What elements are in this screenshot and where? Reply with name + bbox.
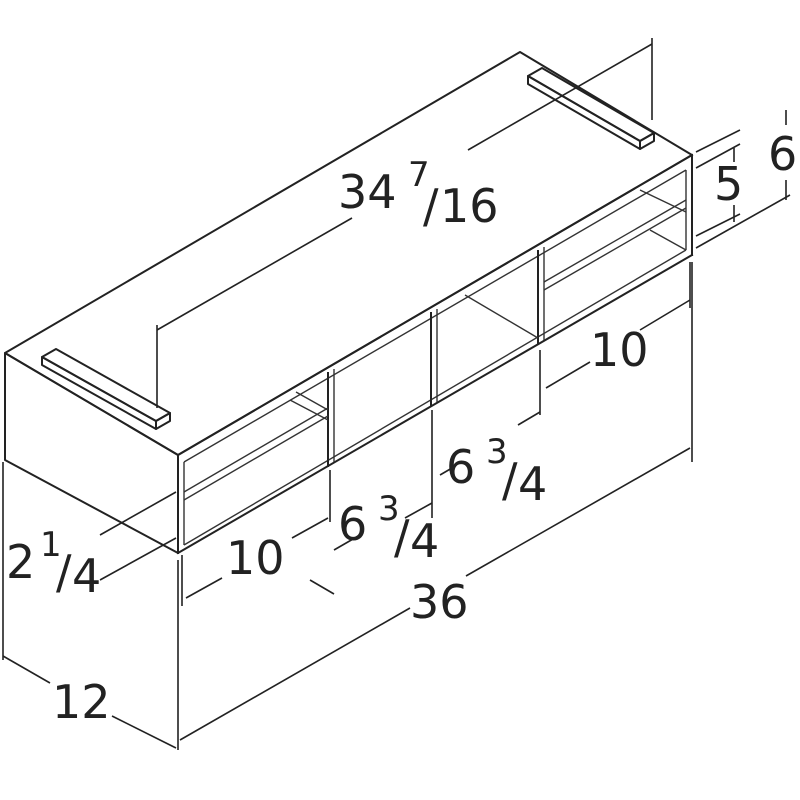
dim-label-12: 12 [52, 675, 111, 729]
dim-label-middle-right-6: 6 [446, 440, 475, 494]
dim-label-36: 36 [410, 575, 469, 629]
left-end-face [4, 352, 179, 554]
right-cleat [527, 67, 655, 150]
dim-label-2-num: 1 [40, 525, 62, 565]
cabinet-body [4, 51, 693, 554]
front-bottom-edge [176, 253, 694, 555]
dim-label-middle-right-slash: / [502, 453, 518, 507]
front-face [176, 153, 694, 555]
dim-label-34-num: 7 [408, 155, 430, 195]
dim-label-middle-left-slash: / [394, 510, 410, 564]
dim-label-middle-right-den: 4 [518, 457, 547, 511]
dim-label-right-10: 10 [590, 323, 649, 377]
shelves [183, 189, 687, 501]
front-inner-top [183, 169, 687, 463]
dim-label-34: 34 [338, 165, 397, 219]
dim-label-middle-left-6: 6 [338, 497, 367, 551]
left-cleat [41, 348, 171, 430]
dimension-lines [2, 38, 791, 750]
dim-label-5: 5 [714, 157, 743, 211]
dim-label-2: 2 [6, 535, 35, 589]
dim-label-2-den: 4 [72, 549, 101, 603]
dim-label-6: 6 [768, 127, 797, 181]
dim-label-2-slash: / [56, 545, 72, 599]
front-top-edge [176, 153, 694, 457]
dim-label-34-slash: / [423, 179, 439, 233]
dim-label-middle-left-num: 3 [378, 489, 400, 529]
dim-label-left-10: 10 [226, 531, 285, 585]
dimension-labels: 34 7 / 16 5 6 2 1 / 4 10 6 3 / 4 6 3 / 4… [6, 127, 797, 729]
front-inner-bottom [183, 249, 687, 546]
dividers [327, 247, 545, 467]
dim-label-middle-right-num: 3 [486, 432, 508, 472]
dim-label-34-den: 16 [440, 179, 499, 233]
dim-label-middle-left-den: 4 [410, 514, 439, 568]
